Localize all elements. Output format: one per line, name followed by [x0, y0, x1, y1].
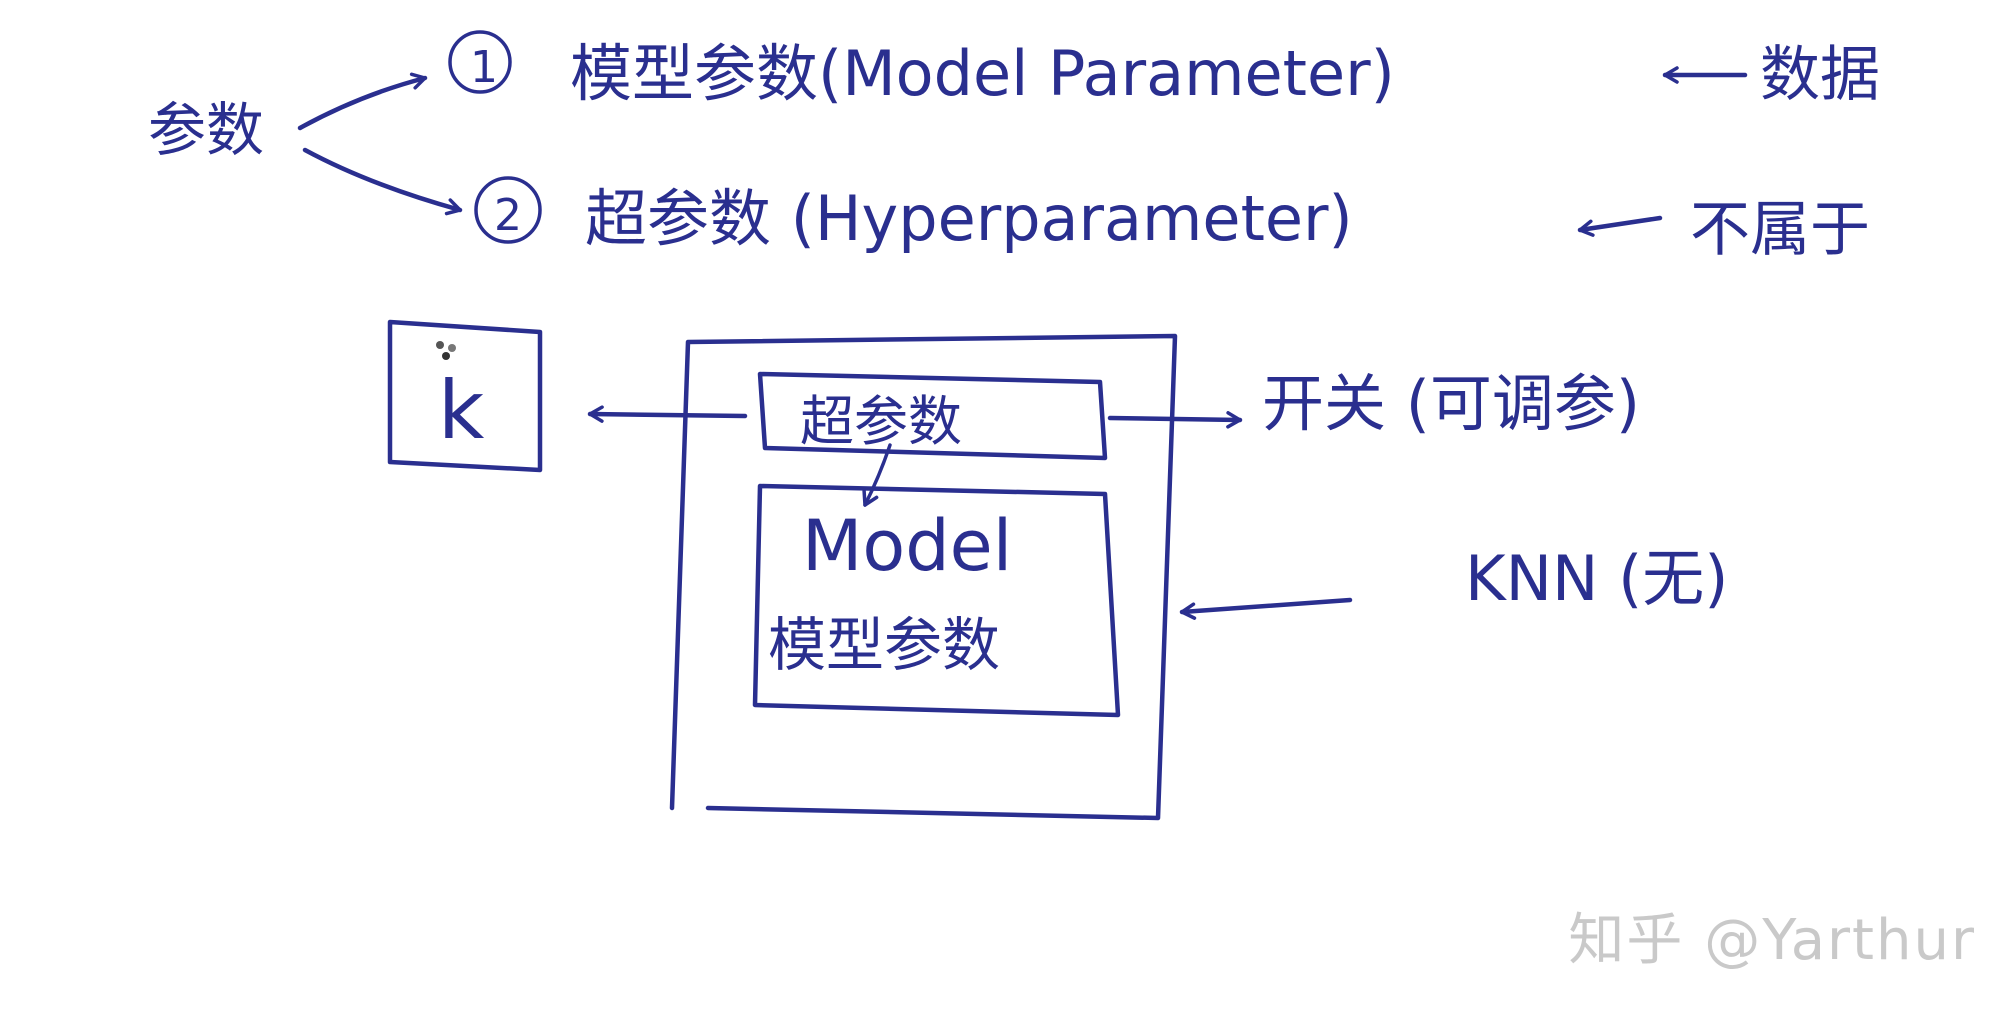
- k-box-label: k: [438, 364, 485, 457]
- arrow-hyperparams-to-k: [587, 405, 748, 423]
- model-box: [752, 483, 1121, 718]
- switch-note: 开关 (可调参): [1262, 367, 1640, 440]
- item1-marker-circle: [448, 30, 512, 94]
- k-box-dot-1: [436, 341, 444, 349]
- model-box-title: Model: [802, 505, 1012, 587]
- item2-note: 不属于: [1690, 195, 1870, 265]
- arrow-not-to-hyperparams: [1577, 215, 1663, 237]
- k-box-dot-2: [448, 344, 456, 352]
- arrow-root-to-hyperparams: [302, 147, 463, 216]
- watermark-text: 知乎 @Yarthur: [1568, 908, 1976, 973]
- arrow-hyperparams-to-switch: [1107, 411, 1243, 429]
- model-box-params: 模型参数: [768, 611, 1000, 679]
- arrow-hyperparams-to-model: [862, 443, 892, 507]
- k-box-dot-3: [442, 352, 450, 360]
- arrow-knn-to-model: [1179, 597, 1353, 620]
- item1-note: 数据: [1760, 40, 1880, 110]
- k-box: [387, 319, 543, 473]
- item2-marker-circle: [474, 176, 542, 244]
- arrow-root-to-model-params: [297, 72, 428, 131]
- item2-label: 超参数 (Hyperparameter): [585, 182, 1353, 255]
- hyperparams-box-label: 超参数: [800, 390, 962, 453]
- item1-label: 模型参数(Model Parameter): [570, 37, 1395, 110]
- outer-model-box: [669, 333, 1178, 821]
- knn-note: KNN (无): [1465, 542, 1729, 615]
- root-label: 参数: [148, 96, 264, 164]
- item2-marker-digit: 2: [494, 190, 522, 241]
- item1-marker-digit: 1: [470, 42, 498, 93]
- hyperparams-box: [757, 371, 1108, 461]
